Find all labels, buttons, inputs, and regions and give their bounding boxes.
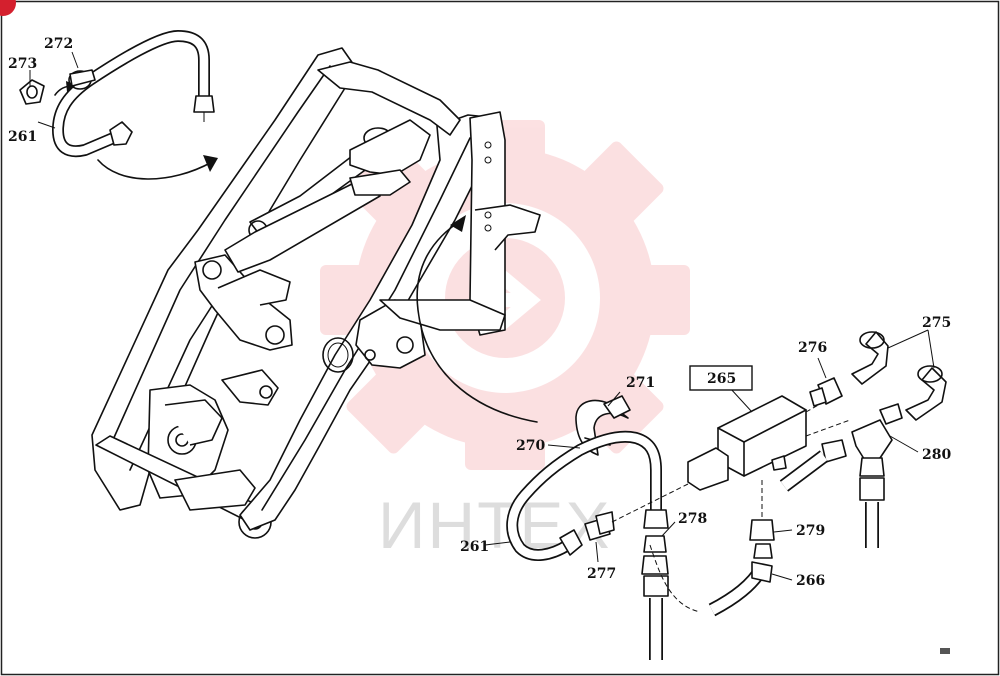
fitting-277	[584, 511, 615, 541]
label-279: 279	[796, 523, 825, 539]
fitting-278	[641, 535, 669, 575]
label-280: 280	[922, 447, 951, 463]
dashed-connections	[611, 403, 851, 613]
label-270: 270	[516, 438, 545, 454]
pipe-261-right	[506, 430, 669, 561]
label-261-bottom: 261	[460, 539, 489, 555]
inset-pipe-top-left	[19, 30, 215, 158]
label-261-top: 261	[8, 129, 37, 145]
label-265: 265	[707, 371, 736, 387]
corner-badge	[0, 0, 16, 16]
label-273: 273	[8, 56, 37, 72]
hose-right-vertical	[859, 477, 885, 548]
loader-arm-frame	[91, 47, 541, 539]
leader-265	[729, 387, 753, 413]
watermark-text: ИНТЕХ	[378, 488, 611, 562]
label-265-box	[689, 365, 753, 391]
hose-266	[708, 561, 773, 617]
label-275: 275	[922, 315, 951, 331]
label-272: 272	[44, 36, 73, 52]
label-266: 266	[796, 573, 825, 589]
hose-diagonal	[779, 439, 847, 492]
corner-mark	[940, 648, 950, 654]
fitting-276	[809, 377, 843, 407]
elbow-275-upper	[851, 331, 889, 385]
label-277: 277	[587, 566, 616, 582]
hose-left-vertical	[643, 575, 669, 660]
elbow-275-lower	[905, 365, 947, 421]
fitting-279	[749, 519, 775, 559]
block-265	[687, 395, 807, 491]
label-276: 276	[798, 340, 827, 356]
label-271: 271	[626, 375, 655, 391]
arrow-curve-left	[97, 159, 213, 180]
arrow-head-center	[450, 215, 466, 232]
tee-280	[851, 403, 903, 477]
arrow-curve-center	[416, 219, 538, 423]
arrow-head-left	[203, 155, 218, 172]
label-278: 278	[678, 511, 707, 527]
leader-lines	[29, 51, 935, 581]
